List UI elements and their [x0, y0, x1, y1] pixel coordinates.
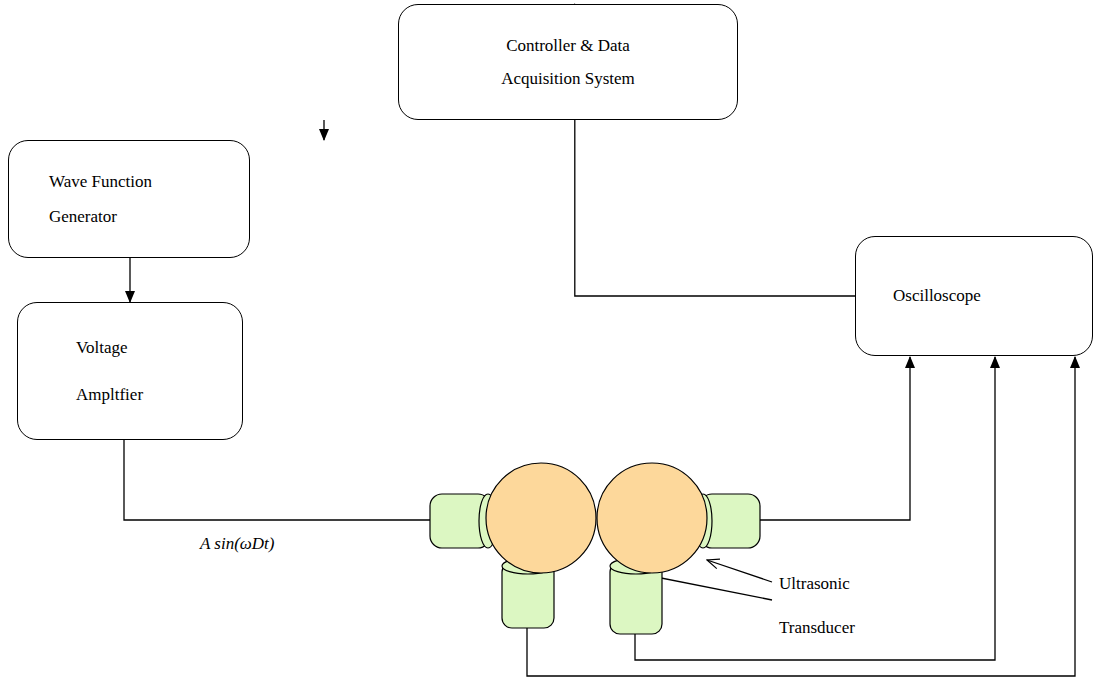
leader-line: [646, 575, 772, 600]
box-label: Oscilloscope: [893, 284, 981, 308]
particle-sphere: [486, 463, 596, 573]
callout-label: Ultrasonic Transducer: [779, 562, 874, 650]
amplifier-box: Voltage Ampltfier: [17, 302, 243, 440]
generator-box: Wave Function Generator: [8, 140, 250, 258]
box-label: Wave Function Generator: [49, 164, 179, 234]
particle-sphere: [597, 463, 707, 573]
controller-box: Controller & Data Acquisition System: [398, 4, 738, 120]
connector-arrow: [323, 120, 324, 140]
connector-arrow: [129, 258, 130, 302]
box-label: Voltage Ampltfier: [76, 324, 171, 418]
oscilloscope-box: Oscilloscope: [855, 236, 1093, 356]
signal-wire: [760, 357, 910, 520]
signal-wire: [527, 357, 1075, 676]
signal-label: A sin(ωDt): [200, 532, 275, 556]
leader-line: [707, 560, 772, 582]
box-label: Controller & Data Acquisition System: [493, 29, 643, 95]
